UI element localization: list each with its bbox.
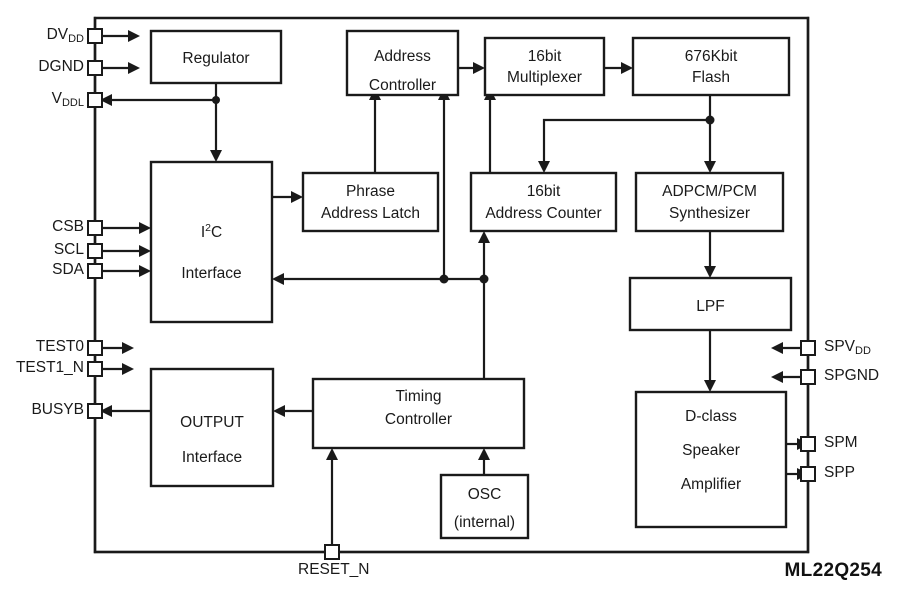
pin-pad-dgnd[interactable] [87,60,103,76]
arrowhead-reset-timing [326,448,338,460]
arrowhead-busyb [100,405,112,417]
pin-label-spgnd-text: SPGND [824,367,880,384]
arrowhead-flash-synth [704,161,716,173]
pin-pad-spm[interactable] [800,436,816,452]
pin-pad-spgnd[interactable] [800,369,816,385]
pin-pad-dvdd[interactable] [87,28,103,44]
pin-label-reset-n: RESET_N [298,561,370,579]
pin-label-dvdd-text: DV [46,26,69,43]
block-synthesizer [634,171,785,233]
arrowhead-scl [139,245,151,257]
pin-label-busyb: BUSYB [0,401,84,419]
arrowhead-bus-addrcounter [478,231,490,243]
pin-label-dgnd: DGND [0,58,84,76]
arrowhead-databus-i2c [272,273,284,285]
pin-label-vddl-text: V [51,90,62,107]
arrowhead-regulator-i2c [210,150,222,162]
pin-label-csb: CSB [0,218,84,236]
pin-label-spgnd: SPGND [824,367,879,385]
arrowhead-vddl [100,94,112,106]
pin-label-spvdd-text: SPV [824,338,856,355]
pin-pad-spvdd[interactable] [800,340,816,356]
arrowhead-test0 [122,342,134,354]
pin-label-test1n-text: TEST1_N [15,359,84,376]
pin-label-dvdd-sub: DD [68,33,84,45]
pin-pad-sda[interactable] [87,263,103,279]
arrowhead-addrctrl-mux [473,62,485,74]
block-lpf [628,276,793,332]
block-address-counter [469,171,618,233]
pin-pad-busyb[interactable] [87,403,103,419]
pin-label-vddl-sub: DDL [61,97,84,109]
pin-label-spvdd: SPVDD [824,338,871,357]
pin-pad-csb[interactable] [87,220,103,236]
block-speaker-amp [634,390,788,529]
junction-regulator-vddl [212,96,220,104]
arrowhead-sda [139,265,151,277]
block-address-controller [345,29,460,97]
pin-label-spm-text: SPM [824,434,858,451]
arrowhead-timing-output [273,405,285,417]
pin-pad-reset-n[interactable] [324,544,340,560]
arrowhead-lpf-amp [704,380,716,392]
block-timing-controller [311,377,526,450]
block-osc [439,473,530,540]
block-phrase-latch [301,171,440,233]
pin-pad-test1n[interactable] [87,361,103,377]
pin-label-test0-text: TEST0 [35,338,84,355]
pin-label-dgnd-text: DGND [38,58,84,75]
pin-label-vddl: VDDL [0,90,84,109]
pin-label-csb-text: CSB [52,218,84,235]
arrowhead-osc-timing [478,448,490,460]
block-regulator [149,29,283,85]
pin-label-sda-text: SDA [52,261,84,278]
pin-label-test0: TEST0 [0,338,84,356]
arrowhead-spgnd [771,371,783,383]
pin-label-spm: SPM [824,434,858,452]
pin-label-scl: SCL [0,241,84,259]
block-i2c-interface [149,160,274,324]
pin-label-dvdd: DVDD [0,26,84,45]
pin-pad-spp[interactable] [800,466,816,482]
arrowhead-i2c-latch [291,191,303,203]
arrowhead-test1n [122,363,134,375]
pin-label-reset-n-text: RESET_N [298,561,370,578]
pin-label-spp-text: SPP [824,464,856,481]
part-number-label: ML22Q254 [784,560,882,581]
block-output-interface [149,367,275,488]
pin-label-scl-text: SCL [53,241,84,258]
arrowhead-synth-lpf [704,266,716,278]
pin-pad-vddl[interactable] [87,92,103,108]
pin-pad-test0[interactable] [87,340,103,356]
arrowhead-dgnd [128,62,140,74]
wire-flash-to-addrcounter [542,118,712,163]
arrowhead-mux-flash [621,62,633,74]
arrowhead-spvdd [771,342,783,354]
block-multiplexer [483,36,606,97]
block-flash [631,36,791,97]
pin-pad-scl[interactable] [87,243,103,259]
arrowhead-flash-addrcounter [538,161,550,173]
pin-label-spvdd-sub: DD [855,345,871,357]
pin-label-spp: SPP [824,464,855,482]
pin-label-test1n: TEST1_N [0,359,84,377]
pin-label-busyb-text: BUSYB [31,401,84,418]
arrowhead-csb [139,222,151,234]
arrowhead-dvdd [128,30,140,42]
pin-label-sda: SDA [0,261,84,279]
